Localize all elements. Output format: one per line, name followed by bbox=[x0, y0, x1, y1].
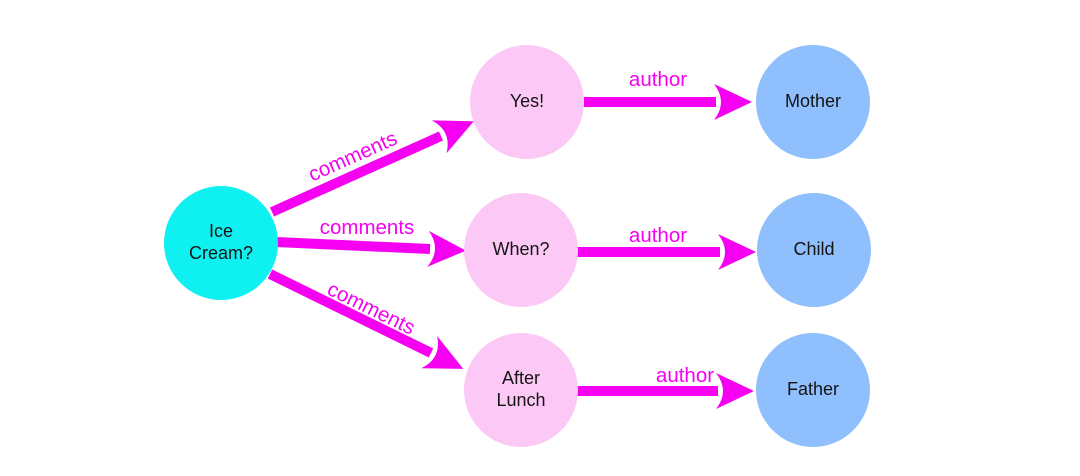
node-after-lunch-label: After Lunch bbox=[496, 368, 546, 410]
node-child-label: Child bbox=[793, 239, 835, 260]
node-mother-label: Mother bbox=[784, 91, 842, 112]
node-when: When? bbox=[464, 193, 578, 307]
edge-label-comments-when: comments bbox=[319, 216, 415, 239]
node-father: Father bbox=[756, 333, 870, 447]
edge-label-author-mother: author bbox=[628, 68, 688, 91]
node-yes: Yes! bbox=[470, 45, 584, 159]
node-ice-cream-label: Ice Cream? bbox=[188, 221, 254, 263]
node-child: Child bbox=[757, 193, 871, 307]
node-yes-label: Yes! bbox=[509, 91, 545, 112]
node-ice-cream: Ice Cream? bbox=[164, 186, 278, 300]
edge-label-author-child: author bbox=[628, 224, 688, 247]
edge-label-author-father: author bbox=[655, 364, 715, 387]
node-after-lunch: After Lunch bbox=[464, 333, 578, 447]
edge-comments-yes bbox=[269, 120, 474, 217]
node-father-label: Father bbox=[786, 379, 840, 400]
edge-comments-after-lunch bbox=[267, 269, 464, 369]
edge-comments-when bbox=[275, 230, 466, 267]
node-mother: Mother bbox=[756, 45, 870, 159]
node-when-label: When? bbox=[492, 239, 550, 260]
